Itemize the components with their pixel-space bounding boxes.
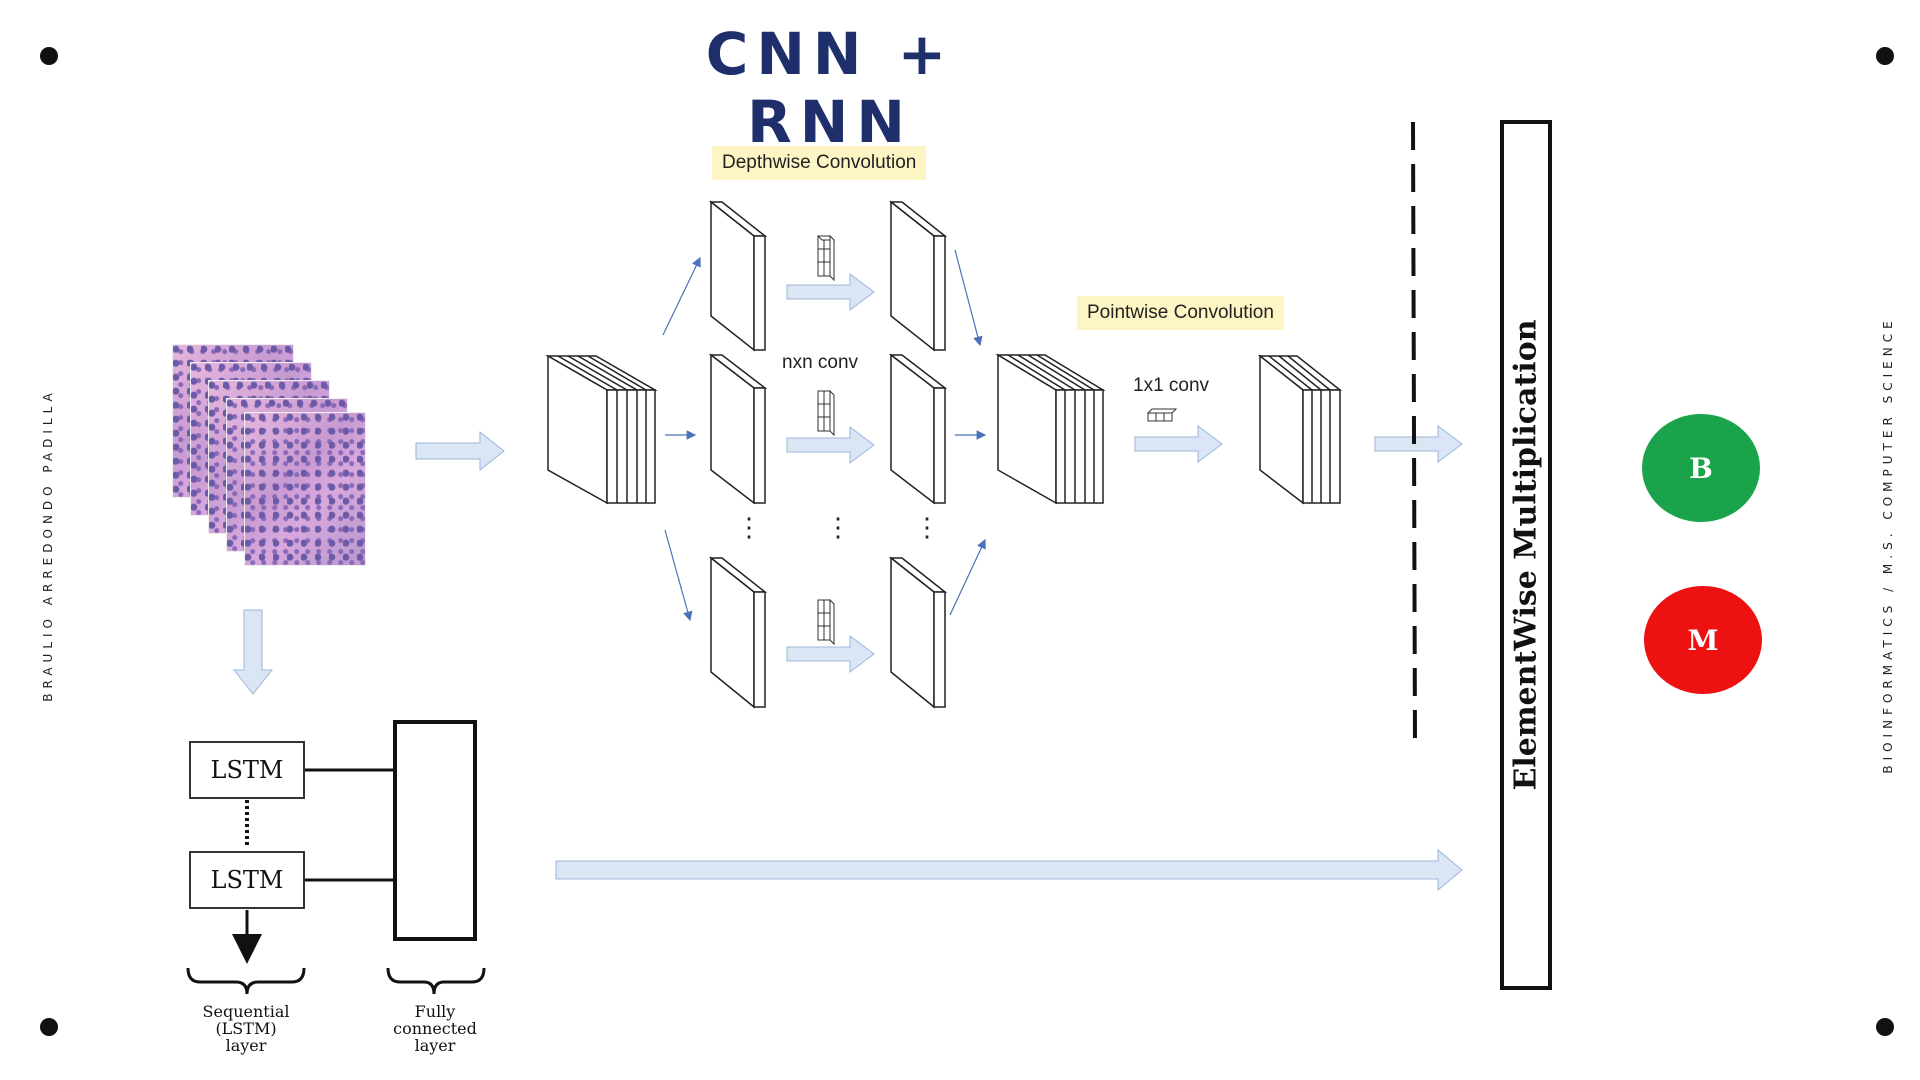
nxn-conv-label: nxn conv: [782, 352, 859, 373]
block-arrow: [1374, 425, 1463, 463]
block-arrow: [555, 848, 1463, 892]
fully-connected-layer-caption: Fully connected layer: [393, 1002, 477, 1055]
lstm-cell-top: LSTM: [189, 741, 305, 799]
ellipsis-dots: ⋮: [825, 512, 851, 542]
block-arrow: [786, 426, 875, 464]
kernel-icon: [817, 598, 835, 646]
kernel-icon: [816, 234, 836, 282]
fully-connected-box: [393, 720, 477, 941]
ellipsis-dots: ⋮: [736, 512, 762, 542]
sequential-layer-caption: Sequential (LSTM) layer: [202, 1002, 290, 1055]
elementwise-multiplication-label: ElementWise Multiplication: [1508, 319, 1544, 791]
brace-fully-connected: [386, 967, 486, 995]
depthwise-output-slice: [888, 200, 948, 352]
pointwise-convolution-label: Pointwise Convolution: [1077, 296, 1284, 330]
pointwise-kernel-icon: [1146, 408, 1178, 422]
pointwise-output-tensor: [1257, 354, 1343, 505]
flow-arrow: [949, 538, 986, 616]
block-arrow: [786, 273, 875, 311]
depthwise-input-slice: [708, 353, 768, 505]
elementwise-multiplication-box: ElementWise Multiplication: [1500, 120, 1552, 990]
depthwise-stacked-tensor: [995, 353, 1106, 505]
depthwise-convolution-label: Depthwise Convolution: [712, 146, 927, 180]
onebyone-conv-label: 1x1 conv: [1133, 375, 1210, 396]
corner-dot-bottom-right: [1876, 1018, 1894, 1036]
class-m-node: M: [1644, 586, 1762, 694]
ellipsis-dots: ⋮: [914, 512, 940, 542]
block-arrow: [1134, 425, 1223, 463]
depthwise-output-slice: [888, 353, 948, 505]
flow-arrow: [664, 529, 693, 622]
class-b-node: B: [1642, 414, 1760, 522]
depthwise-input-slice: [708, 556, 768, 709]
block-arrow: [786, 635, 875, 673]
corner-dot-top-right: [1876, 47, 1894, 65]
page-title: CNN + RNN: [705, 20, 955, 156]
block-arrow: [415, 430, 505, 472]
dashed-separator: [1411, 121, 1417, 746]
brace-sequential: [186, 967, 306, 995]
input-tensor: [545, 354, 658, 505]
corner-dot-top-left: [40, 47, 58, 65]
flow-arrow: [954, 249, 983, 347]
kernel-icon: [817, 389, 835, 437]
block-arrow: [232, 609, 274, 695]
tissue-image-layer: [244, 412, 366, 566]
depthwise-output-slice: [888, 556, 948, 709]
depthwise-input-slice: [708, 200, 768, 352]
lstm-cell-bottom: LSTM: [189, 851, 305, 909]
corner-dot-bottom-left: [40, 1018, 58, 1036]
flow-arrow: [662, 256, 701, 336]
